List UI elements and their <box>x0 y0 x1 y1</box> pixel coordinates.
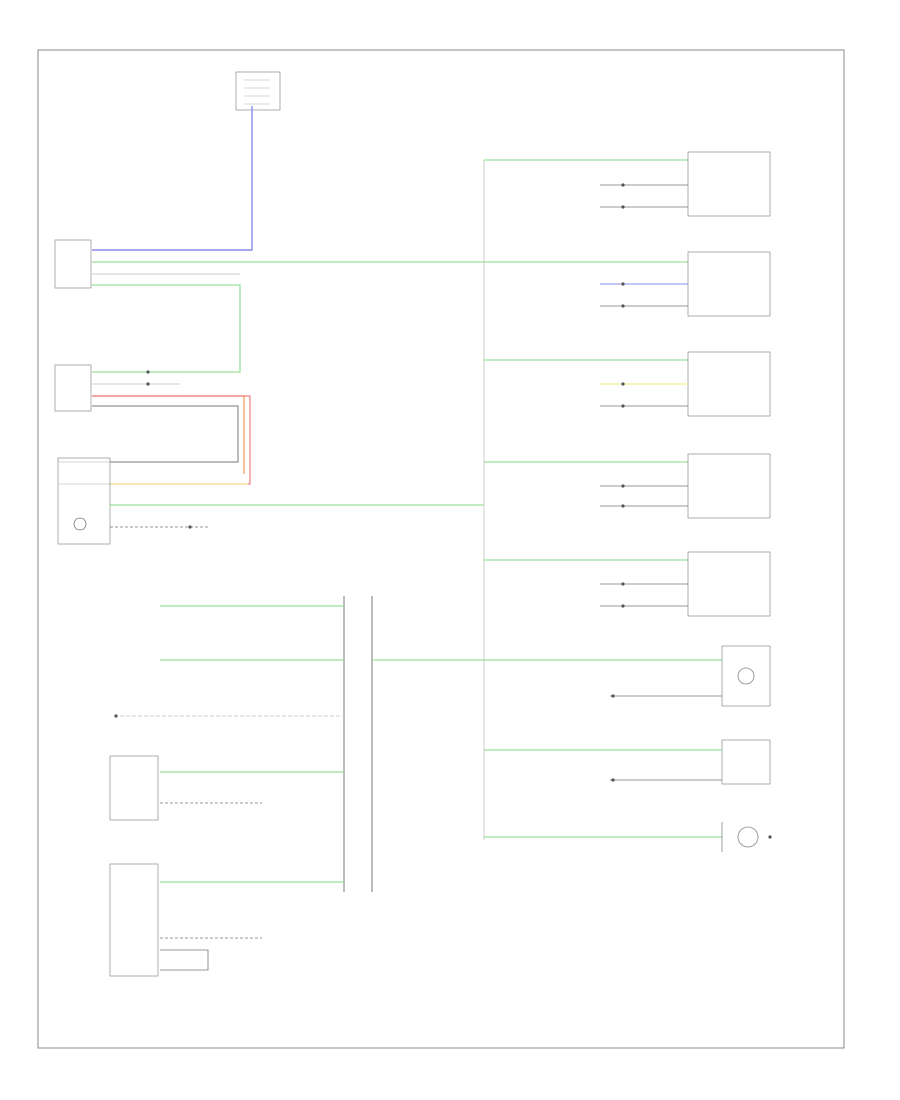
wire-red <box>92 395 251 485</box>
instrument-cluster-connector <box>343 596 373 892</box>
wire-green-loop <box>92 284 241 373</box>
door-switch-box-1 <box>109 755 159 821</box>
wire-gray-loop <box>92 405 239 463</box>
courtesy-lamp-switch <box>57 457 111 545</box>
wire-blue <box>92 106 253 251</box>
right-switch-6 <box>484 645 771 707</box>
diagram-frame <box>37 49 845 1049</box>
right-bulb-8 <box>484 822 772 852</box>
right-switch-5 <box>484 551 771 617</box>
top-fuse-box <box>235 71 281 111</box>
key-cylinder-module <box>54 364 92 412</box>
right-switch-3 <box>484 351 771 417</box>
right-switch-7 <box>484 739 771 785</box>
right-switch-4 <box>484 453 771 519</box>
lower-left-feeds <box>114 605 344 971</box>
right-switch-1 <box>484 151 771 217</box>
door-control-module <box>54 239 92 289</box>
door-switch-box-2 <box>109 863 159 977</box>
right-switch-2 <box>484 251 771 317</box>
